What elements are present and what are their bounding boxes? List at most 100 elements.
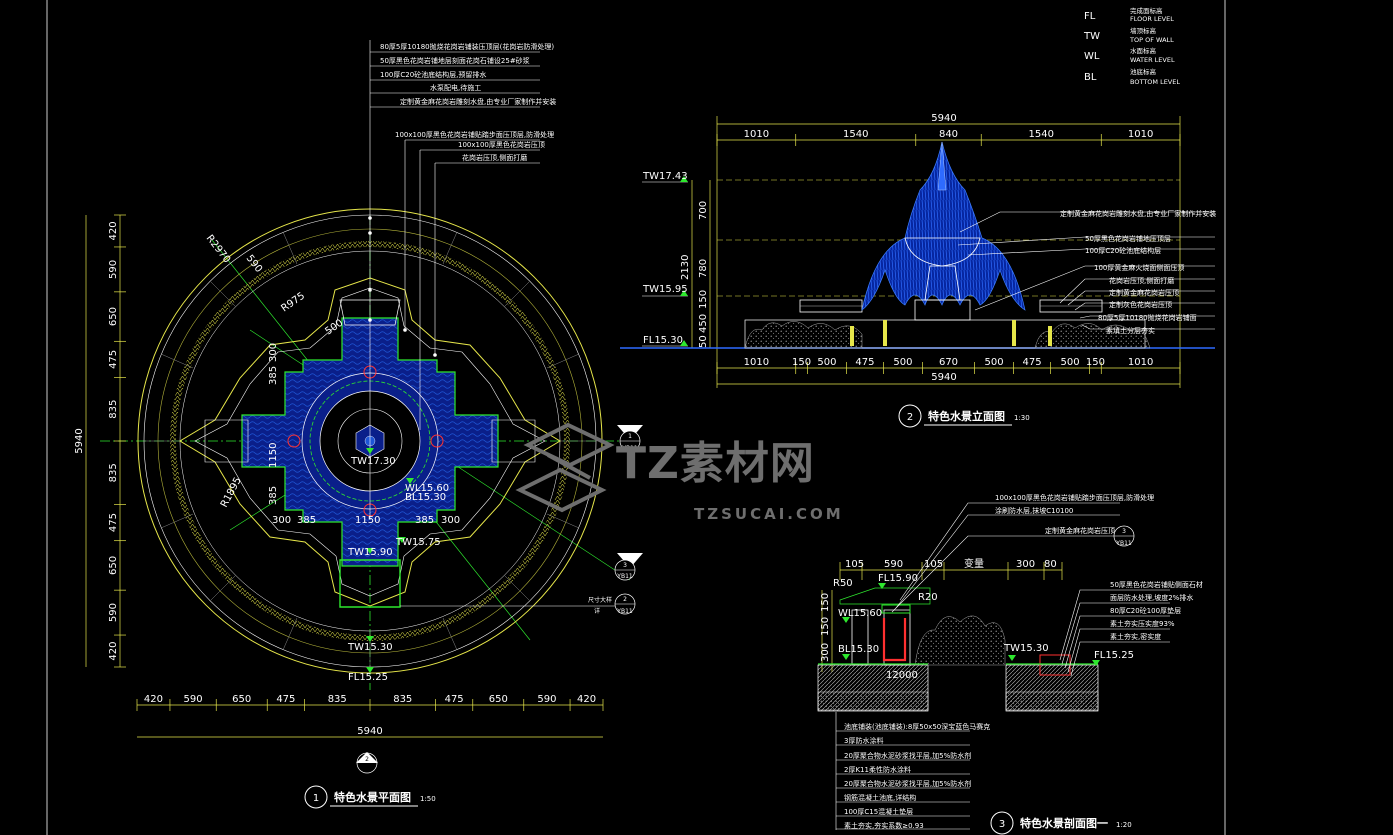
plan-inner-dim: 385: [297, 515, 316, 526]
plan-level: TW17.30: [350, 456, 396, 467]
dimension-label: 1010: [1128, 129, 1153, 140]
plan-note: 水泵配电,待施工: [430, 83, 481, 92]
elev-spray-jet: [937, 141, 947, 191]
section-note: 定制黄金麻花岗岩压顶: [1045, 526, 1115, 535]
plan-inner-dim: 385: [415, 515, 434, 526]
legend-item: TW 墙顶标高 TOP OF WALL: [1083, 26, 1174, 44]
dimension-label: 1010: [744, 129, 769, 140]
elev-left-dim: 780: [698, 259, 709, 278]
elev-guide-lines: [717, 179, 1180, 297]
legend-cn: 完成面标高: [1130, 6, 1163, 15]
elev-note: 100厚黄金麻火烧面侧面压顶: [1094, 263, 1184, 272]
plan-arm-bottom: [339, 559, 401, 608]
dimension-label: 835: [108, 463, 119, 482]
elev-dim-top-ticks: [716, 134, 1181, 146]
dimension-label: 150: [792, 357, 811, 368]
section-right-curb: [1039, 654, 1071, 676]
dimension-label: 840: [939, 129, 958, 140]
dimension-label: 420: [577, 694, 596, 705]
plan-dim-bottom-ticks: [136, 699, 604, 711]
section-level: TW15.30: [1003, 643, 1049, 654]
dimension-label: 420: [108, 221, 119, 240]
section-layer-leaders: [835, 712, 970, 830]
section-dim: 80: [1044, 559, 1057, 570]
plan-level-markers: [366, 448, 414, 673]
section-dim: 150: [820, 617, 831, 636]
dimension-label: 1010: [744, 357, 769, 368]
svg-text:3: 3: [623, 562, 627, 569]
watermark-text: TZ素材网: [616, 438, 815, 489]
section-note: 100x100厚黑色花岗岩铺贴踏步面压顶层,防滑处理: [995, 493, 1154, 502]
section-coping: [881, 604, 911, 614]
plan-note: 100x100厚黑色花岗岩铺贴踏步面压顶层,防滑处理: [395, 130, 554, 139]
plan-scale: 1:50: [420, 795, 436, 803]
plan-light: [430, 434, 444, 448]
section-dim: R50: [833, 578, 853, 589]
legend-en: FLOOR LEVEL: [1130, 15, 1174, 23]
elev-basin-base: [914, 299, 971, 321]
dimension-label: 475: [108, 350, 119, 369]
elev-left-dim: 700: [698, 201, 709, 220]
legend-item: WL 水面标高 WATER LEVEL: [1084, 46, 1175, 64]
plan-arm-right: [491, 419, 536, 463]
elev-title-number: 2: [907, 412, 913, 423]
elev-left-dim: 150: [698, 290, 709, 309]
plan-pool-outer-edge: [179, 277, 561, 607]
plan-pool-coping: [194, 287, 546, 597]
plan-note: 定制黄金麻花岗岩雕刻水盘,由专业厂家制作并安装: [400, 97, 556, 106]
section-dim: 300: [1016, 559, 1035, 570]
section-level: FL15.90: [878, 573, 918, 584]
svg-text:3: 3: [1122, 528, 1126, 535]
elev-note: 100厚C20砼池底结构层: [1085, 246, 1161, 255]
plan-radius-label: R2970: [204, 233, 233, 265]
plan-view-marker: 2: [356, 752, 378, 774]
svg-text:YB11: YB11: [621, 445, 638, 452]
section-title: 特色水景剖面图一: [1020, 816, 1108, 830]
legend-en: WATER LEVEL: [1130, 56, 1175, 64]
section-title-block: 3 特色水景剖面图一 1:20: [990, 811, 1132, 835]
plan-level: TW15.90: [347, 547, 393, 558]
plan-section-tag: 1 YB11: [617, 425, 643, 452]
plan-note: 80厚5厚10180抛烧花岗岩铺装压顶层(花岗岩防滑处理): [380, 42, 554, 51]
dimension-label: 475: [1023, 357, 1042, 368]
section-level: FL15.25: [1094, 650, 1134, 661]
section-leaders: [891, 502, 1170, 677]
elev-total-top: 5940: [931, 113, 956, 124]
section-note: 50厚黑色花岗岩铺贴侧面石材: [1110, 580, 1203, 589]
plan-note: 50厚黑色花岗岩铺地层刻面花岗石铺设25#砂浆: [380, 56, 530, 65]
legend-cn: 墙顶标高: [1130, 26, 1157, 35]
elev-level-triangles: [680, 176, 688, 346]
dimension-label: 1540: [1029, 129, 1054, 140]
svg-text:尺寸大样: 尺寸大样: [588, 596, 612, 604]
dimension-label: 590: [184, 694, 203, 705]
dimension-label: 475: [108, 513, 119, 532]
section-level-marks: [842, 583, 1100, 666]
svg-text:详: 详: [594, 607, 600, 615]
legend: FL 完成面标高 FLOOR LEVEL TW 墙顶标高 TOP OF WALL…: [1083, 6, 1180, 86]
elev-note: 定制黄金麻花岗岩压顶: [1109, 288, 1179, 297]
section-shrub: [914, 615, 1006, 666]
plan-arm-left: [204, 419, 249, 463]
elev-title-block: 2 特色水景立面图 1:30: [898, 404, 1030, 428]
svg-text:2: 2: [365, 756, 369, 763]
dimension-label: 475: [276, 694, 295, 705]
section-layer: 钢筋混凝土池底,详结构: [844, 793, 916, 802]
plan-detail-tag: 2 YB11 尺寸大样 详: [588, 593, 636, 615]
section-layer: 素土夯实,夯实系数≥0.93: [844, 821, 924, 830]
dimension-label: 650: [108, 307, 119, 326]
elev-level: TW17.43: [642, 171, 688, 182]
section-dim: 105: [845, 559, 864, 570]
plan-note: 花岗岩压顶,侧面打磨: [462, 153, 527, 162]
section-note: 素土夯实压实度93%: [1110, 619, 1175, 628]
plan-title: 特色水景平面图: [334, 790, 411, 804]
dimension-label: 590: [108, 603, 119, 622]
elev-left-dim: 2130: [680, 255, 691, 280]
plan-level: WL15.60: [405, 483, 449, 494]
dimension-label: 590: [537, 694, 556, 705]
plan-total-h: 5940: [357, 726, 382, 737]
section-dim-top: [839, 562, 1063, 580]
plan-arm-top: [339, 299, 401, 326]
section-note: 面层防水处理,坡度2%排水: [1110, 593, 1193, 602]
